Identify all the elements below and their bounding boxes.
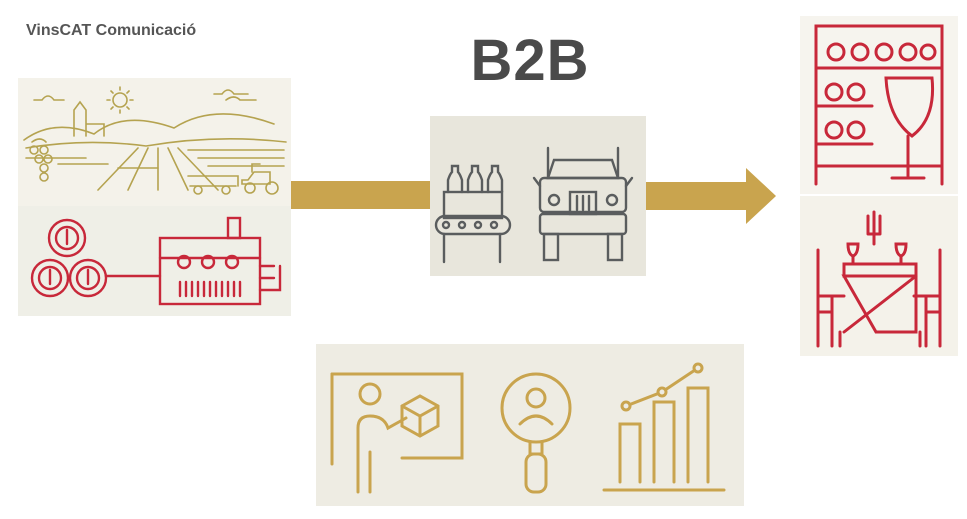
- bottling-conveyor-icon: [434, 164, 512, 264]
- marketing-panel: [316, 344, 590, 506]
- vineyard-landscape-icon: [18, 78, 291, 206]
- page-title: B2B: [470, 28, 590, 93]
- distribution-panel: [430, 116, 646, 276]
- winery-barrels-and-press-icon: [18, 206, 291, 316]
- growth-bar-chart-icon: [590, 344, 744, 506]
- flow-arrow-segment-left: [291, 181, 430, 209]
- flow-arrow-head: [646, 168, 776, 224]
- wine-shelf-and-glass-icon: [800, 16, 958, 194]
- product-presentation-icon: [330, 372, 464, 494]
- truck-icon: [532, 146, 634, 262]
- customer-search-icon: [500, 372, 572, 494]
- brand-name: VinsCAT Comunicació: [26, 22, 197, 39]
- restaurant-table-icon: [800, 196, 958, 356]
